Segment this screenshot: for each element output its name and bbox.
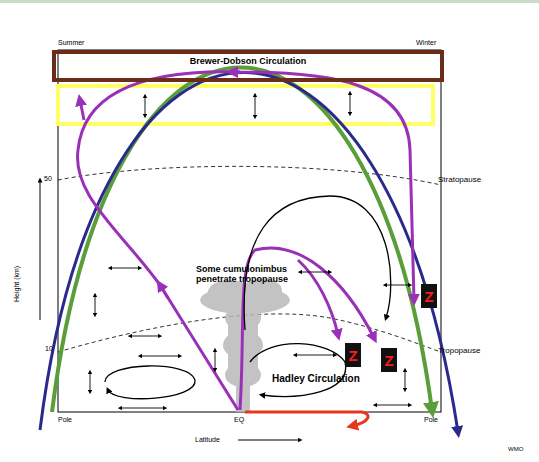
season-label: Winter	[416, 38, 436, 48]
hadley-loop	[250, 344, 346, 397]
purple-brewer-path	[77, 72, 414, 410]
season-label: Summer	[58, 38, 84, 48]
axis-title: Latitude	[195, 435, 220, 445]
top-rule	[0, 0, 539, 3]
hadley-loop	[105, 366, 195, 399]
axis-title: Height (km)	[12, 266, 22, 302]
blue-arch	[40, 72, 458, 432]
marker-letter: Z	[348, 347, 357, 364]
circulation-band: Brewer-Dobson Circulation	[52, 50, 444, 82]
circulation-label: Hadley Circulation	[272, 374, 360, 384]
purple-mid-arrow	[232, 71, 240, 74]
marker-letter: Z	[384, 352, 393, 369]
height-tick: 10	[45, 344, 53, 354]
purple-mid-arrow	[160, 285, 168, 298]
marker-letter: Z	[424, 288, 433, 305]
band-title: Brewer-Dobson Circulation	[190, 56, 307, 66]
height-axis-arrow	[40, 180, 41, 320]
layer-label: Stratopause	[438, 175, 481, 185]
pole-label: Pole	[58, 415, 72, 425]
zonal-marker: Z	[381, 348, 397, 372]
zonal-marker: Z	[345, 343, 361, 367]
cloud-note: Some cumulonimbus penetrate tropopause	[196, 264, 296, 284]
red-surface-arrow	[245, 412, 368, 426]
layer-label: Tropopause	[438, 346, 480, 356]
height-tick: 50	[44, 174, 52, 184]
zonal-marker: Z	[421, 284, 437, 308]
plot-frame	[58, 50, 441, 412]
equator-label: EQ	[234, 415, 244, 425]
yellow-band	[58, 86, 433, 124]
green-arch	[52, 67, 432, 412]
purple-mid-arrow	[80, 100, 84, 120]
watermark: WMO	[508, 444, 523, 454]
double-arrows	[90, 93, 410, 408]
pole-label: Pole	[424, 415, 438, 425]
purple-tropical-path	[298, 260, 338, 335]
latitude-axis-arrow	[238, 440, 300, 441]
circulation-loop	[244, 196, 391, 330]
